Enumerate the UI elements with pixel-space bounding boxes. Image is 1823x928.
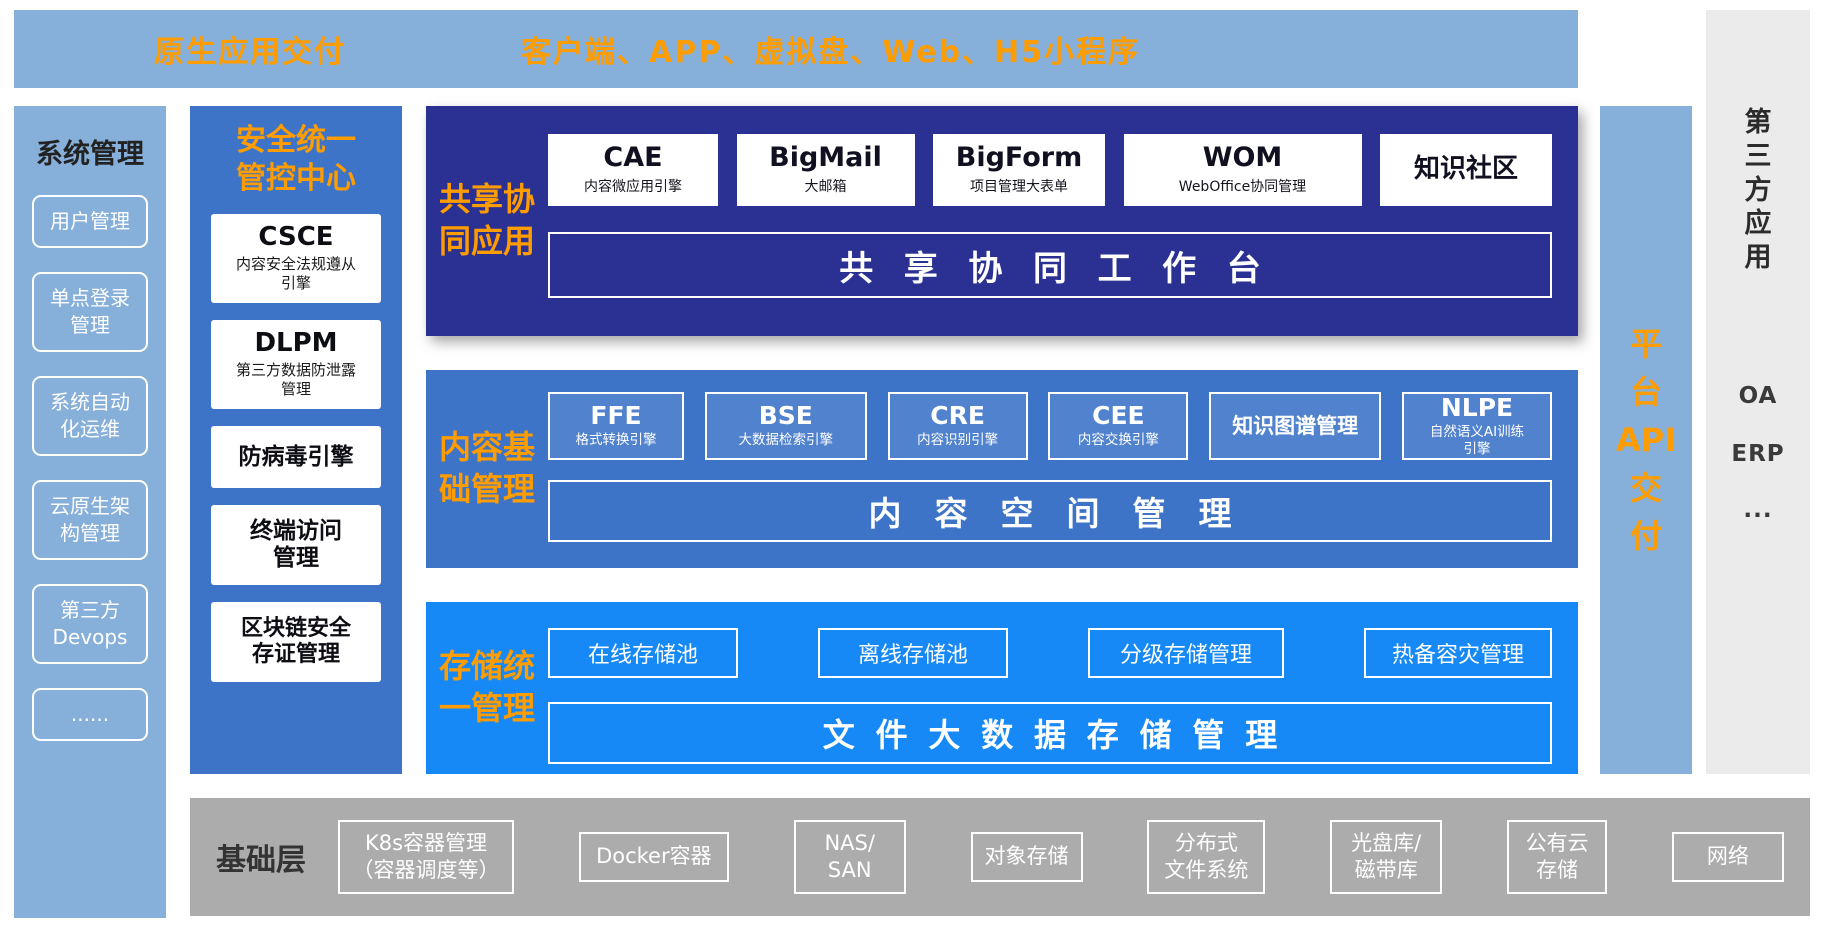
module-blockchain-name: 区块链安全 存证管理 [240,616,351,667]
module-cae-desc: 内容微应用引擎 [584,178,682,195]
module-csce: CSCE 内容安全法规遵从 引擎 [211,214,381,303]
native-delivery-label: 原生应用交付 [154,35,346,70]
native-app-delivery-banner: 原生应用交付 客户端、APP、虚拟盘、Web、H5小程序 [14,10,1578,88]
module-hot-standby-dr: 热备容灾管理 [1364,628,1552,678]
module-tiered-storage: 分级存储管理 [1088,628,1284,678]
base-item-k8s-container-mgmt: K8s容器管理 （容器调度等） [338,819,514,895]
base-layer-bar: 基础层 K8s容器管理 （容器调度等） Docker容器 NAS/ SAN 对象… [190,798,1810,916]
module-ffe: FFE 格式转换引擎 [548,392,684,460]
client-types-label: 客户端、APP、虚拟盘、Web、H5小程序 [521,35,1141,70]
shared-collab-label-zone: 共享协 同应用 [426,106,548,336]
module-cre-desc: 内容识别引擎 [917,432,999,449]
security-center-title: 安全统一 管控中心 [236,123,356,196]
module-online-storage-pool: 在线存储池 [548,628,738,678]
file-bigdata-storage-bar: 文件大数据存储管理 [548,702,1552,764]
shared-collab-label: 共享协 同应用 [438,180,535,260]
storage-body: 在线存储池 离线存储池 分级存储管理 热备容灾管理 文件大数据存储管理 [548,602,1578,774]
module-cee-desc: 内容交换引擎 [1077,432,1159,449]
base-layer-boxes: K8s容器管理 （容器调度等） Docker容器 NAS/ SAN 对象存储 分… [338,819,1784,895]
content-mgmt-body: FFE 格式转换引擎 BSE 大数据检索引擎 CRE 内容识别引擎 CEE 内容… [548,370,1578,568]
module-knowledge-graph: 知识图谱管理 [1209,392,1382,460]
sidebar-item-ellipsis: ...... [32,688,148,741]
module-nlpe: NLPE 自然语义AI训练 引擎 [1401,392,1552,460]
platform-api-delivery-panel: 平 台 API 交 付 [1600,106,1692,774]
content-space-management-bar: 内容空间管理 [548,480,1552,542]
base-item-public-cloud-storage: 公有云 存储 [1507,819,1608,895]
third-party-item-oa: OA [1738,382,1778,409]
module-dlpm-desc: 第三方数据防泄露 管理 [235,360,356,399]
module-bigform-name: BigForm [955,142,1083,174]
module-wom: WOM WebOffice协同管理 [1123,134,1362,206]
module-nlpe-desc: 自然语义AI训练 引擎 [1429,423,1525,457]
module-terminal-access-name: 终端访问 管理 [250,518,342,571]
module-terminal-access: 终端访问 管理 [211,504,381,585]
base-item-nas-san: NAS/ SAN [793,819,906,895]
module-bse-desc: 大数据检索引擎 [738,432,834,449]
module-cre-name: CRE [930,400,985,430]
storage-label: 存储统 一管理 [438,647,535,727]
module-blockchain-attestation: 区块链安全 存证管理 [211,601,381,682]
shared-collab-modules: CAE 内容微应用引擎 BigMail 大邮箱 BigForm 项目管理大表单 … [548,134,1552,206]
sidebar-item-system-automation-ops: 系统自动 化运维 [32,376,148,456]
module-bigmail: BigMail 大邮箱 [736,134,915,206]
module-csce-name: CSCE [258,222,334,252]
sidebar-item-cloud-native-arch: 云原生架 构管理 [32,480,148,560]
module-knowledge-community-name: 知识社区 [1413,154,1518,185]
storage-modules: 在线存储池 离线存储池 分级存储管理 热备容灾管理 [548,628,1552,678]
module-ffe-name: FFE [590,400,642,430]
system-management-panel: 系统管理 用户管理 单点登录 管理 系统自动 化运维 云原生架 构管理 第三方 … [14,106,166,918]
content-mgmt-label: 内容基 础管理 [438,428,535,508]
third-party-item-ellipsis: ... [1743,496,1773,523]
system-management-title: 系统管理 [36,139,144,170]
module-cre: CRE 内容识别引擎 [887,392,1028,460]
section-content-management: 内容基 础管理 FFE 格式转换引擎 BSE 大数据检索引擎 CRE 内容识别引… [426,370,1578,568]
module-bse: BSE 大数据检索引擎 [704,392,867,460]
third-party-item-erp: ERP [1731,440,1785,467]
module-knowledge-community: 知识社区 [1380,134,1552,206]
third-party-apps-title: 第 三 方 应 用 [1744,107,1772,273]
security-control-center-panel: 安全统一 管控中心 CSCE 内容安全法规遵从 引擎 DLPM 第三方数据防泄露… [190,106,402,774]
module-ffe-desc: 格式转换引擎 [575,432,657,449]
module-dlpm-name: DLPM [254,327,338,358]
main-sections: 共享协 同应用 CAE 内容微应用引擎 BigMail 大邮箱 BigForm … [426,106,1578,774]
module-dlpm: DLPM 第三方数据防泄露 管理 [211,319,381,409]
sidebar-item-sso-management: 单点登录 管理 [32,272,148,352]
base-item-network: 网络 [1671,832,1784,882]
content-mgmt-label-zone: 内容基 础管理 [426,370,548,568]
module-cae-name: CAE [603,142,663,174]
module-csce-desc: 内容安全法规遵从 引擎 [235,254,356,293]
storage-label-zone: 存储统 一管理 [426,602,548,774]
base-layer-title: 基础层 [216,843,306,878]
platform-api-delivery-label: 平 台 API 交 付 [1615,325,1677,555]
module-offline-storage-pool: 离线存储池 [818,628,1008,678]
module-cae: CAE 内容微应用引擎 [548,134,718,206]
module-cee: CEE 内容交换引擎 [1048,392,1189,460]
module-cee-name: CEE [1092,400,1145,430]
shared-collab-body: CAE 内容微应用引擎 BigMail 大邮箱 BigForm 项目管理大表单 … [548,106,1578,336]
module-wom-name: WOM [1202,142,1283,174]
section-storage-management: 存储统 一管理 在线存储池 离线存储池 分级存储管理 热备容灾管理 文件大数据存… [426,602,1578,774]
base-item-distributed-fs: 分布式 文件系统 [1147,819,1266,895]
module-knowledge-graph-name: 知识图谱管理 [1232,413,1359,438]
module-bigform: BigForm 项目管理大表单 [933,134,1105,206]
section-shared-collaboration: 共享协 同应用 CAE 内容微应用引擎 BigMail 大邮箱 BigForm … [426,106,1578,336]
module-antivirus-engine: 防病毒引擎 [211,425,381,488]
module-nlpe-name: NLPE [1440,392,1514,422]
module-wom-desc: WebOffice协同管理 [1178,178,1307,195]
module-antivirus-name: 防病毒引擎 [238,443,354,470]
base-item-docker-container: Docker容器 [578,832,729,882]
shared-collab-workbench-bar: 共享协同工作台 [548,232,1552,298]
base-item-object-storage: 对象存储 [970,832,1083,882]
content-mgmt-modules: FFE 格式转换引擎 BSE 大数据检索引擎 CRE 内容识别引擎 CEE 内容… [548,392,1552,460]
base-item-optical-tape-library: 光盘库/ 磁带库 [1330,819,1443,895]
sidebar-item-user-management: 用户管理 [32,195,148,248]
third-party-apps-panel: 第 三 方 应 用 OA ERP ... [1706,10,1810,774]
module-bse-name: BSE [758,400,813,430]
module-bigmail-desc: 大邮箱 [804,178,847,195]
module-bigmail-name: BigMail [769,142,882,174]
module-bigform-desc: 项目管理大表单 [970,178,1068,195]
sidebar-item-third-party-devops: 第三方 Devops [32,584,148,664]
